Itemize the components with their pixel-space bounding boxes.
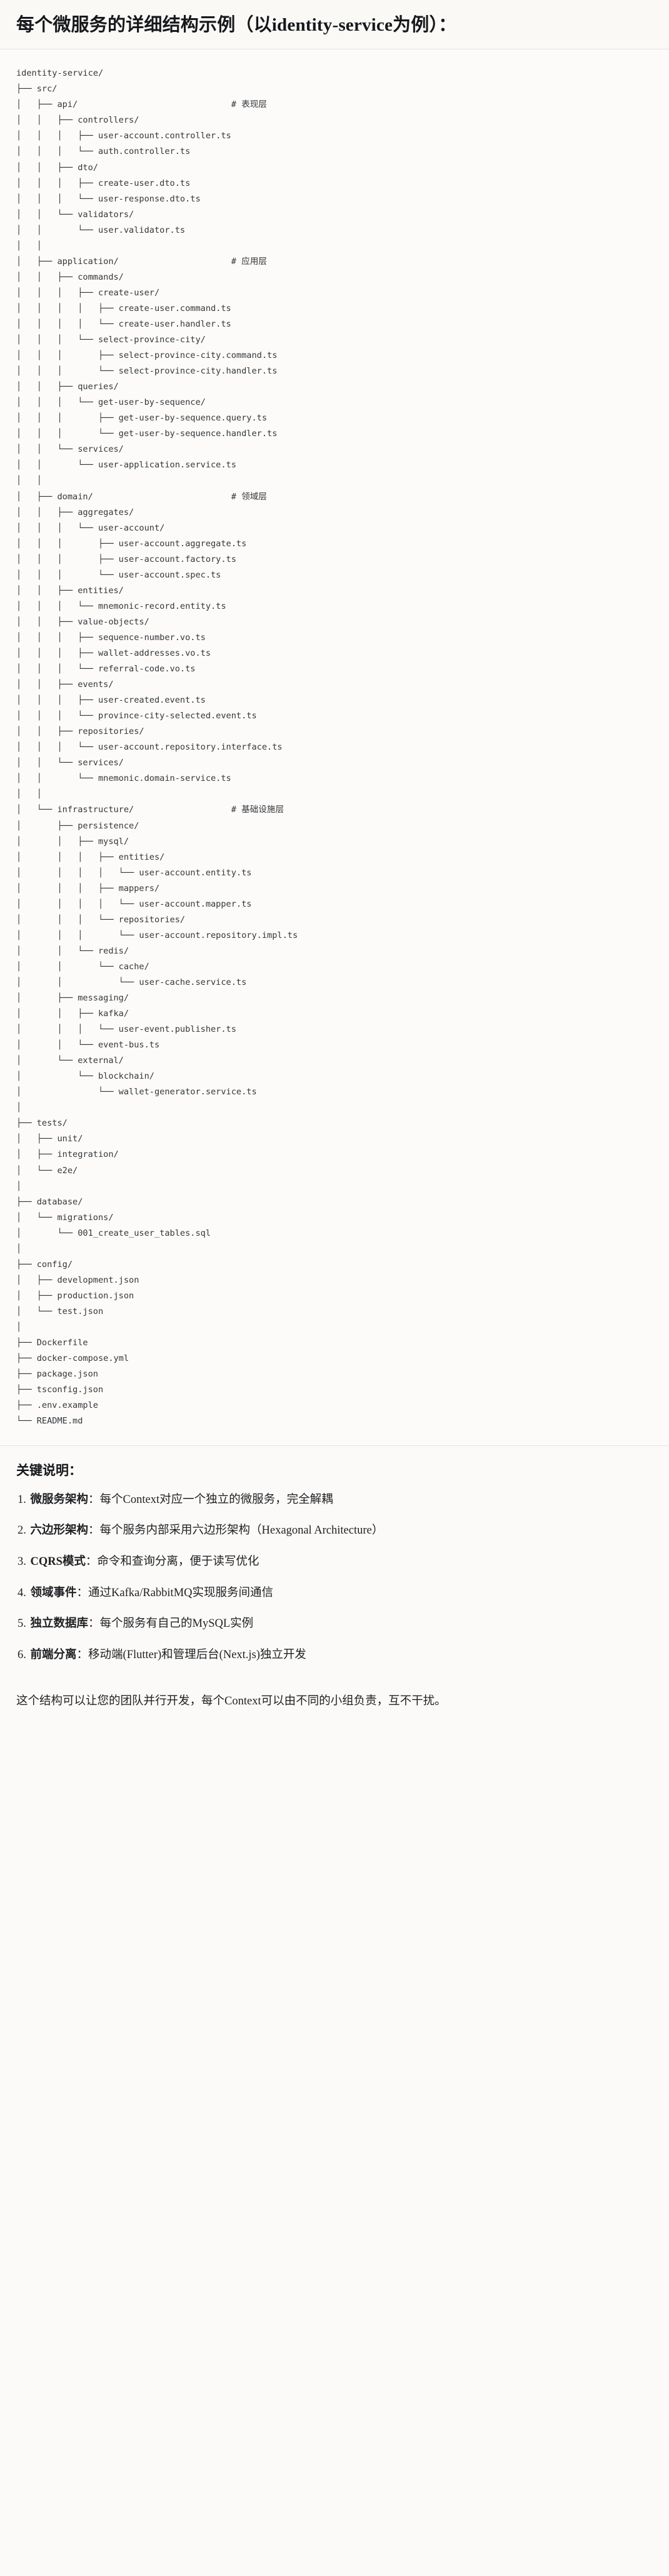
directory-tree: identity-service/ ├── src/ │ ├── api/ # …: [16, 68, 298, 1427]
note-separator: ：: [76, 1586, 89, 1599]
note-description: 每个Context对应一个独立的微服务，完全解耦: [99, 1493, 333, 1506]
page-root: 每个微服务的详细结构示例（以identity-service为例）： ident…: [0, 0, 669, 1727]
note-description: 命令和查询分离，便于读写优化: [97, 1555, 259, 1568]
key-notes-section: 关键说明： 微服务架构：每个Context对应一个独立的微服务，完全解耦 六边形…: [0, 1446, 669, 1686]
note-description: 每个服务有自己的MySQL实例: [99, 1617, 254, 1631]
key-notes-list: 微服务架构：每个Context对应一个独立的微服务，完全解耦 六边形架构：每个服…: [16, 1491, 653, 1664]
list-item: 前端分离：移动端(Flutter)和管理后台(Next.js)独立开发: [18, 1646, 653, 1664]
key-notes-title: 关键说明：: [16, 1463, 82, 1479]
closing-paragraph: 这个结构可以让您的团队并行开发，每个Context可以由不同的小组负责，互不干扰…: [0, 1692, 669, 1728]
note-description: 移动端(Flutter)和管理后台(Next.js)独立开发: [88, 1648, 306, 1661]
list-item: 领域事件：通过Kafka/RabbitMQ实现服务间通信: [18, 1584, 653, 1602]
note-term: 前端分离: [30, 1648, 77, 1661]
list-item: CQRS模式：命令和查询分离，便于读写优化: [18, 1553, 653, 1571]
directory-tree-block: identity-service/ ├── src/ │ ├── api/ # …: [0, 49, 669, 1447]
page-title: 每个微服务的详细结构示例（以identity-service为例）：: [16, 15, 457, 35]
list-item: 六边形架构：每个服务内部采用六边形架构（Hexagonal Architectu…: [18, 1522, 653, 1540]
note-term: 微服务架构: [30, 1493, 89, 1506]
note-separator: ：: [88, 1493, 100, 1506]
list-item: 独立数据库：每个服务有自己的MySQL实例: [18, 1615, 653, 1633]
note-term: CQRS模式: [30, 1555, 86, 1568]
note-separator: ：: [88, 1524, 100, 1537]
list-item: 微服务架构：每个Context对应一个独立的微服务，完全解耦: [18, 1491, 653, 1509]
note-term: 六边形架构: [30, 1524, 89, 1537]
note-separator: ：: [88, 1617, 100, 1631]
note-term: 独立数据库: [30, 1617, 89, 1631]
document-header: 每个微服务的详细结构示例（以identity-service为例）：: [0, 0, 669, 50]
note-separator: ：: [85, 1555, 98, 1568]
note-description: 每个服务内部采用六边形架构（Hexagonal Architecture）: [99, 1524, 384, 1537]
note-term: 领域事件: [30, 1586, 77, 1599]
note-separator: ：: [76, 1648, 89, 1661]
note-description: 通过Kafka/RabbitMQ实现服务间通信: [88, 1586, 274, 1599]
